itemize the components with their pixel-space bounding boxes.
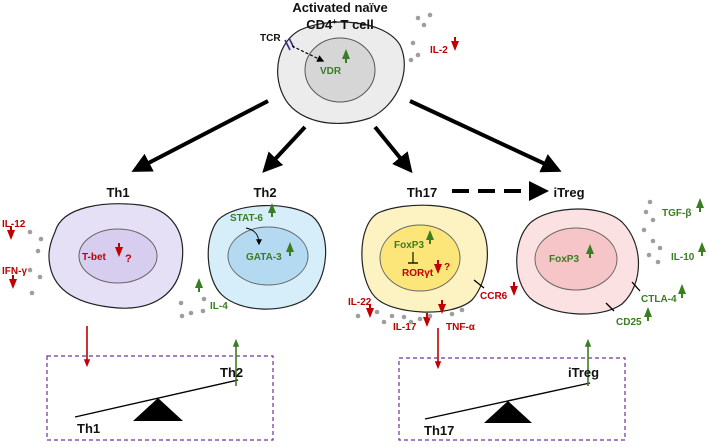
th2-title: Th2 xyxy=(253,185,276,200)
th1-cell xyxy=(48,203,184,309)
arrow-to-th17 xyxy=(373,125,413,174)
vdr-label: VDR xyxy=(320,66,342,77)
balance1-right-label: Th2 xyxy=(220,365,243,380)
itreg-cell xyxy=(516,208,639,315)
arrow-to-th1 xyxy=(131,99,269,172)
cd25-receptor xyxy=(605,302,615,312)
balance2-left-label: Th17 xyxy=(424,423,454,438)
ctla4-receptor xyxy=(631,281,641,292)
th2-dots xyxy=(178,296,207,319)
th17-foxp3-label: FoxP3 xyxy=(394,240,424,251)
rorgt-question: ? xyxy=(444,262,450,273)
il2-label: IL-2 xyxy=(430,45,448,56)
balance-box-th17-itreg xyxy=(398,357,626,441)
balance-box-th1-th2 xyxy=(46,355,274,441)
ccr6-receptor xyxy=(473,279,485,289)
balance1-beam xyxy=(74,379,239,418)
itreg-title: iTreg xyxy=(553,185,584,200)
differentiation-arrows xyxy=(131,99,562,201)
il17-label: IL-17 xyxy=(393,322,417,333)
cd25-label: CD25 xyxy=(616,317,642,328)
itreg-nucleus xyxy=(534,227,618,291)
rorgt-label: RORγt xyxy=(402,268,434,279)
arrow-to-itreg xyxy=(409,99,562,173)
th1-title: Th1 xyxy=(106,185,129,200)
naive-cell xyxy=(277,21,405,124)
itreg-dots xyxy=(641,199,663,265)
il22-label: IL-22 xyxy=(348,297,372,308)
balance2-right-label: iTreg xyxy=(568,365,599,380)
naive-nucleus xyxy=(304,37,376,103)
il10-label: IL-10 xyxy=(671,252,695,263)
ifng-label: IFN-γ xyxy=(2,266,27,277)
tgfb-label: TGF-β xyxy=(662,208,691,219)
naive-title-line2: CD4+ T cell xyxy=(306,17,374,32)
tnfa-label: TNF-α xyxy=(446,322,476,333)
arrow-to-th2 xyxy=(262,125,307,173)
ccr6-label: CCR6 xyxy=(480,291,508,302)
foxp3-inhibits-rorgt xyxy=(408,252,418,264)
tcr-signal-arrow xyxy=(291,45,325,62)
ctla4-label: CTLA-4 xyxy=(641,294,677,305)
naive-dots xyxy=(408,12,433,63)
stat6-label: STAT-6 xyxy=(230,213,263,224)
itreg-foxp3-label: FoxP3 xyxy=(549,254,579,265)
tbet-label: T-bet xyxy=(82,252,107,263)
balance1-left-label: Th1 xyxy=(77,421,100,436)
gata3-label: GATA-3 xyxy=(246,252,282,263)
th17-title: Th17 xyxy=(407,185,437,200)
th1-dots xyxy=(27,229,44,296)
th2-cell xyxy=(207,204,327,310)
th17-nucleus xyxy=(379,224,461,292)
stat6-to-gata3-arrow xyxy=(245,227,262,246)
th2-nucleus xyxy=(227,226,309,286)
balance2-beam xyxy=(424,382,591,420)
il12-label: IL-12 xyxy=(2,219,26,230)
th17-cell xyxy=(361,204,489,313)
th17-dots xyxy=(355,307,465,325)
balance1-fulcrum xyxy=(133,398,183,421)
naive-title-line1: Activated naïve xyxy=(292,0,387,15)
il4-label: IL-4 xyxy=(210,301,228,312)
tcr-label: TCR xyxy=(260,33,281,44)
tbet-question: ? xyxy=(125,253,132,265)
balance2-fulcrum xyxy=(484,401,532,423)
